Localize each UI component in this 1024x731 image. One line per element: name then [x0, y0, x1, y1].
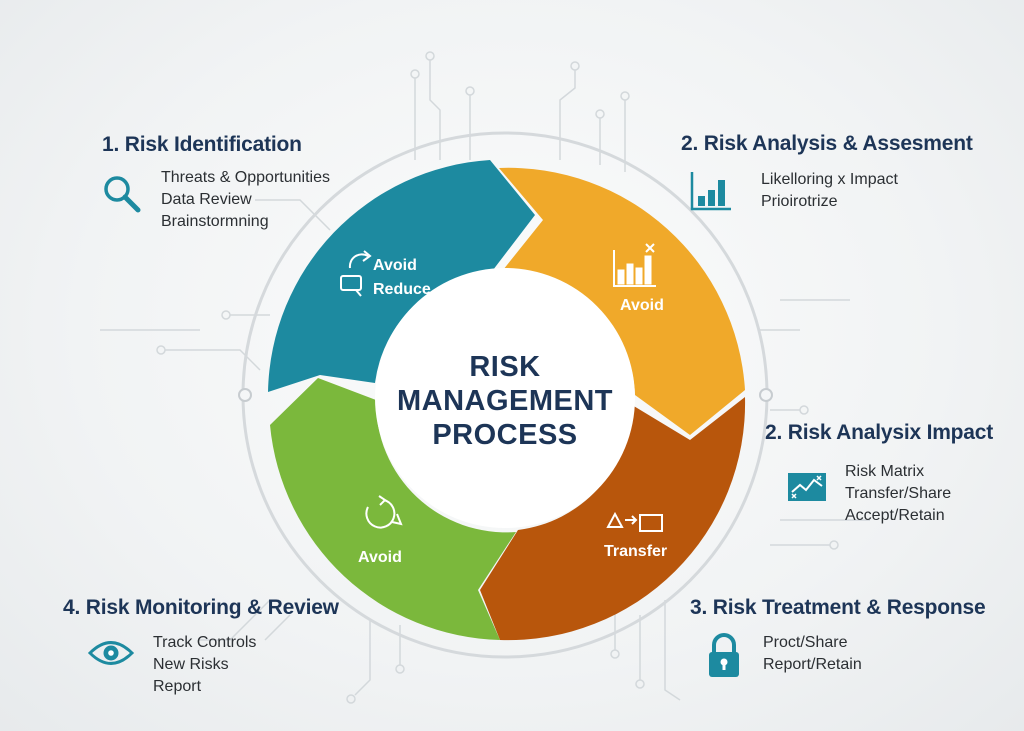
list-item: Brainstormning: [161, 213, 269, 230]
step-impact-title: 2. Risk Analysix Impact: [765, 421, 994, 444]
list-item: Data Review: [161, 191, 252, 208]
teal-label-reduce: Reduce: [373, 281, 431, 298]
ring-node-right: [759, 388, 773, 402]
step-identification-title: 1. Risk Identification: [102, 133, 302, 156]
orange-label-transfer: Transfer: [604, 543, 668, 560]
center-title: RISK MANAGEMENT PROCESS: [395, 350, 615, 452]
circuit-decoration: [100, 51, 870, 704]
center-title-line2: MANAGEMENT: [396, 385, 614, 417]
step-monitoring-items: Track Controls New Risks Report: [153, 632, 256, 698]
list-item: Accept/Retain: [845, 507, 945, 524]
segment-yellow: [499, 167, 745, 436]
step-monitoring-title: 4. Risk Monitoring & Review: [63, 596, 339, 619]
step-treatment-title: 3. Risk Treatment & Response: [690, 596, 986, 619]
list-item: Report/Retain: [763, 656, 862, 673]
step-impact-items: Risk Matrix Transfer/Share Accept/Retain: [845, 461, 951, 527]
list-item: Transfer/Share: [845, 485, 952, 502]
ring-node-left: [238, 388, 252, 402]
teal-label-avoid: Avoid: [373, 257, 417, 274]
bar-chart-icon: [690, 172, 731, 211]
list-item: New Risks: [153, 656, 229, 673]
list-item: Proct/Share: [763, 634, 848, 651]
list-item: Prioirotrize: [761, 193, 838, 210]
segment-teal: [268, 160, 535, 392]
center-title-line1: RISK: [469, 351, 541, 383]
cycle-arrows-icon: [365, 495, 403, 529]
list-item: Likelloring x Impact: [761, 171, 898, 188]
line-chart-icon: [788, 473, 826, 501]
bar-chart-x-icon: [613, 243, 656, 287]
padlock-icon: [709, 633, 739, 677]
transfer-icon: [606, 511, 663, 532]
list-item: Threats & Opportunities: [161, 169, 330, 186]
step-analysis-title: 2. Risk Analysis & Assesment: [681, 132, 973, 155]
step-treatment-items: Proct/Share Report/Retain: [763, 632, 862, 676]
list-item: Risk Matrix: [845, 463, 925, 480]
list-item: Report: [153, 678, 202, 695]
green-label-avoid: Avoid: [358, 549, 402, 566]
list-item: Track Controls: [153, 634, 257, 651]
center-title-line3: PROCESS: [432, 419, 578, 451]
step-identification-items: Threats & Opportunities Data Review Brai…: [161, 167, 330, 233]
step-analysis-items: Likelloring x Impact Prioirotrize: [761, 169, 898, 213]
center-circle: [375, 268, 635, 528]
eye-icon: [88, 641, 134, 665]
magnifier-icon: [104, 176, 141, 213]
refresh-arrow-icon: [340, 250, 372, 297]
yellow-label-avoid: Avoid: [620, 297, 664, 314]
